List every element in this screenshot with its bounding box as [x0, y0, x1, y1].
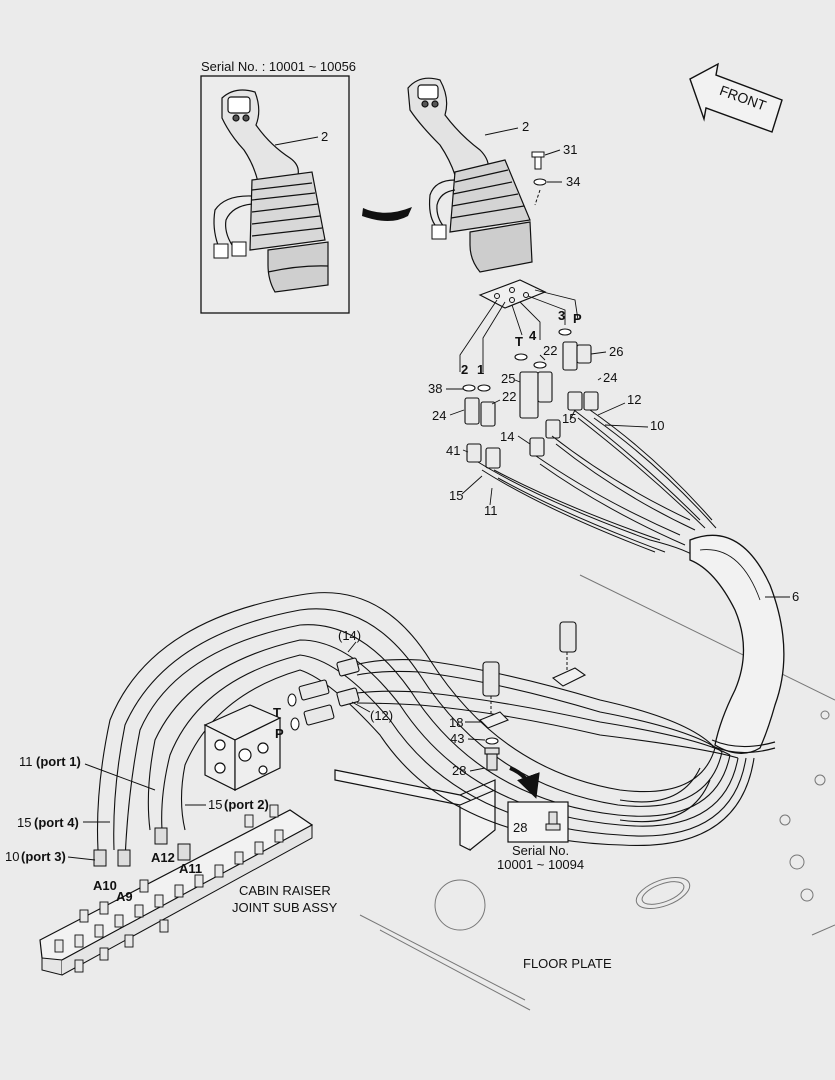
hose-15b-num: 15	[208, 797, 222, 812]
callout-6: 6	[792, 589, 799, 604]
floor-plate-caption: FLOOR PLATE	[523, 956, 612, 971]
callout-22-left: 22	[502, 389, 516, 404]
bolt-assembly	[479, 621, 587, 771]
hose-bundle-upper	[477, 409, 717, 561]
port-labels: 2 1 T 4 3 P	[461, 308, 582, 377]
callout-34: 34	[566, 174, 580, 189]
callout-12-top: 12	[627, 392, 641, 407]
callout-10-top: 10	[650, 418, 664, 433]
joint-A10: A10	[93, 878, 117, 893]
callout-25: 25	[501, 371, 515, 386]
hose-sleeve: 6	[689, 534, 799, 754]
hose-bundle-lower	[96, 592, 755, 861]
hose-15b-port: (port 2)	[224, 797, 269, 812]
callout-15-mid: 15	[562, 411, 576, 426]
callout-38: 38	[428, 381, 442, 396]
callout-24-left: 24	[432, 408, 446, 423]
callout-43: 43	[450, 731, 464, 746]
floor-bracket	[334, 769, 496, 851]
joint-labels: A12 A11 A10 A9	[93, 850, 202, 904]
callout-18: 18	[449, 715, 463, 730]
callout-28-box: 28	[513, 820, 527, 835]
callout-31: 31	[563, 142, 577, 157]
serial-box-line1: Serial No.	[512, 843, 569, 858]
cabin-raiser-caption-2: JOINT SUB ASSY	[232, 900, 338, 915]
floor-plate	[359, 574, 835, 1011]
port-plate	[459, 279, 579, 372]
cabin-raiser-caption-1: CABIN RAISER	[239, 883, 331, 898]
callout-14-paren: (14)	[338, 628, 361, 643]
joint-A9: A9	[116, 889, 133, 904]
hose-11-num: 11	[19, 754, 33, 769]
fitting-callouts: 26 24 12 10 25 22 22 38 24 15 14 41 15 1…	[428, 343, 664, 518]
hose-10-num: 10	[5, 849, 19, 864]
hose-11-port: (port 1)	[36, 754, 81, 769]
callout-2-inset: 2	[321, 129, 328, 144]
valve-block	[203, 704, 282, 791]
block-port-P-label: P	[275, 726, 284, 741]
cabin-raiser-joint	[39, 804, 314, 976]
block-port-T-label: T	[273, 705, 281, 720]
inset-serial-label: Serial No. : 10001 ~ 10056	[201, 59, 356, 74]
hose-15-port: (port 4)	[34, 815, 79, 830]
front-arrow: FRONT	[689, 62, 783, 133]
callout-15-low: 15	[449, 488, 463, 503]
port-4-label: 4	[529, 328, 537, 343]
callout-22-mid: 22	[543, 343, 557, 358]
callout-24-right: 24	[603, 370, 617, 385]
callout-12-paren: (12)	[370, 708, 393, 723]
hose-10-port: (port 3)	[21, 849, 66, 864]
callout-11-low: 11	[484, 503, 498, 518]
serial-box: 28 Serial No. 10001 ~ 10094	[497, 801, 584, 872]
port-3-label: 3	[558, 308, 565, 323]
port-T-label: T	[515, 334, 523, 349]
callout-41: 41	[446, 443, 460, 458]
joint-A12: A12	[151, 850, 175, 865]
callout-14: 14	[500, 429, 514, 444]
pointer-arrow	[362, 207, 412, 221]
callout-26: 26	[609, 344, 623, 359]
port-2-label: 2	[461, 362, 468, 377]
inset-box: Serial No. : 10001 ~ 10056 2	[200, 59, 356, 314]
port-1-label: 1	[477, 362, 484, 377]
manifold-connectors	[287, 657, 360, 731]
hose-labels: 11 (port 1) 15 (port 4) 10 (port 3) 15 (…	[5, 754, 269, 864]
callout-28-main: 28	[452, 763, 466, 778]
hose-15-num: 15	[17, 815, 31, 830]
callout-2-main: 2	[522, 119, 529, 134]
main-joystick: 2 31 34	[407, 77, 580, 273]
joystick-fittings	[462, 328, 599, 469]
joint-A11: A11	[179, 861, 202, 876]
serial-box-line2: 10001 ~ 10094	[497, 857, 584, 872]
port-P-label: P	[573, 311, 582, 326]
